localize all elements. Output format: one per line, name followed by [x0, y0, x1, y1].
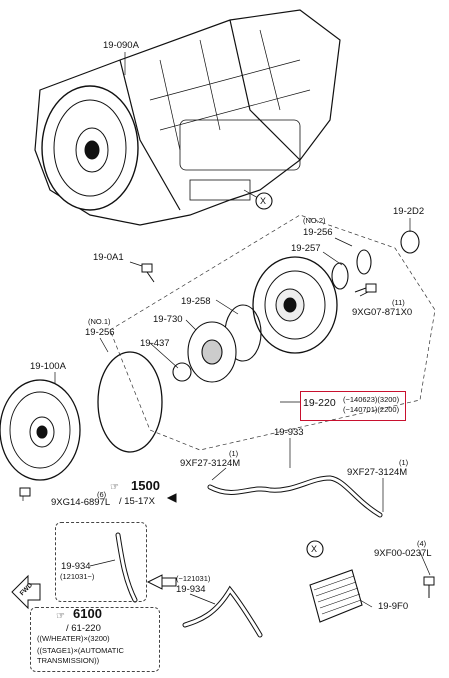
ref-icon-6100: ☞ — [56, 611, 65, 622]
label-19-090a[interactable]: 19-090A — [103, 40, 139, 51]
label-qty-4: (4) — [417, 539, 427, 548]
label-19-933[interactable]: 19-933 — [274, 427, 304, 438]
ref-6100[interactable]: 6100 — [73, 606, 102, 621]
label-19-2d2[interactable]: 19-2D2 — [393, 206, 425, 217]
label-9xf27-3124m-a[interactable]: 9XF27-3124M — [180, 458, 241, 469]
label-qty-1b: (1) — [399, 458, 409, 467]
label-19-9f0[interactable]: 19-9F0 — [378, 601, 409, 612]
bell-housing — [41, 85, 139, 211]
label-9xg07-871x0[interactable]: 9XG07-871X0 — [352, 307, 413, 318]
label-9xf27-3124m-b[interactable]: 9XF27-3124M — [347, 467, 408, 478]
oil-pump — [252, 256, 338, 354]
label-qty-6: (6) — [97, 490, 107, 499]
ref-arrows — [11, 493, 177, 610]
note-heater: ((W/HEATER)×(3200) — [37, 634, 110, 643]
label-19-256b[interactable]: 19-256 — [303, 227, 333, 238]
torque-converter — [0, 379, 81, 481]
label-note-140623: (−140623)(3200) — [343, 395, 400, 404]
label-19-934a[interactable]: 19-934 — [61, 561, 91, 572]
label-19-437[interactable]: 19-437 — [140, 338, 170, 349]
ref-x-circles — [255, 192, 324, 558]
label-9xf00-0237l[interactable]: 9XF00-0237L — [374, 548, 432, 559]
label-9xg14-6897l[interactable]: 9XG14-6897L — [51, 497, 111, 508]
ref-15-17x[interactable]: / 15-17X — [119, 496, 155, 507]
label-19-220[interactable]: 19-220 — [303, 397, 336, 409]
note-transmission: TRANSMISSION)) — [37, 656, 100, 665]
label-note-140701: (−140701)(2200) — [343, 405, 400, 414]
label-no2: (NO.2) — [303, 216, 326, 225]
assembly-outline — [109, 214, 436, 451]
heater-note-box — [30, 607, 160, 672]
label-19-934b[interactable]: 19-934 — [176, 584, 206, 595]
bolts — [19, 263, 435, 598]
label-x-top: X — [260, 196, 267, 206]
note-stage1: ((STAGE1)×(AUTOMATIC — [37, 646, 124, 655]
ref-1500[interactable]: 1500 — [131, 478, 160, 493]
label-19-258[interactable]: 19-258 — [181, 296, 211, 307]
label-qty-11: (11) — [392, 298, 405, 307]
label-19-257[interactable]: 19-257 — [291, 243, 321, 254]
label-no1: (NO.1) — [88, 317, 111, 326]
seal-rings — [97, 230, 420, 453]
label-date-121031-b: (−121031) — [176, 574, 211, 583]
label-x-bottom: X — [311, 544, 318, 554]
label-19-100a[interactable]: 19-100A — [30, 361, 66, 372]
oil-cooler — [309, 569, 363, 623]
hose-934a-box — [55, 522, 147, 602]
ref-icon-1500: ☞ — [110, 482, 119, 493]
label-date-121031-a: (121031−) — [60, 572, 95, 581]
label-19-730[interactable]: 19-730 — [153, 314, 183, 325]
ref-61-220[interactable]: / 61-220 — [66, 623, 101, 634]
label-19-0a1[interactable]: 19-0A1 — [93, 252, 124, 263]
label-qty-1a: (1) — [229, 449, 239, 458]
highlighted-part-box[interactable] — [300, 391, 406, 421]
label-19-256a[interactable]: 19-256 — [85, 327, 115, 338]
